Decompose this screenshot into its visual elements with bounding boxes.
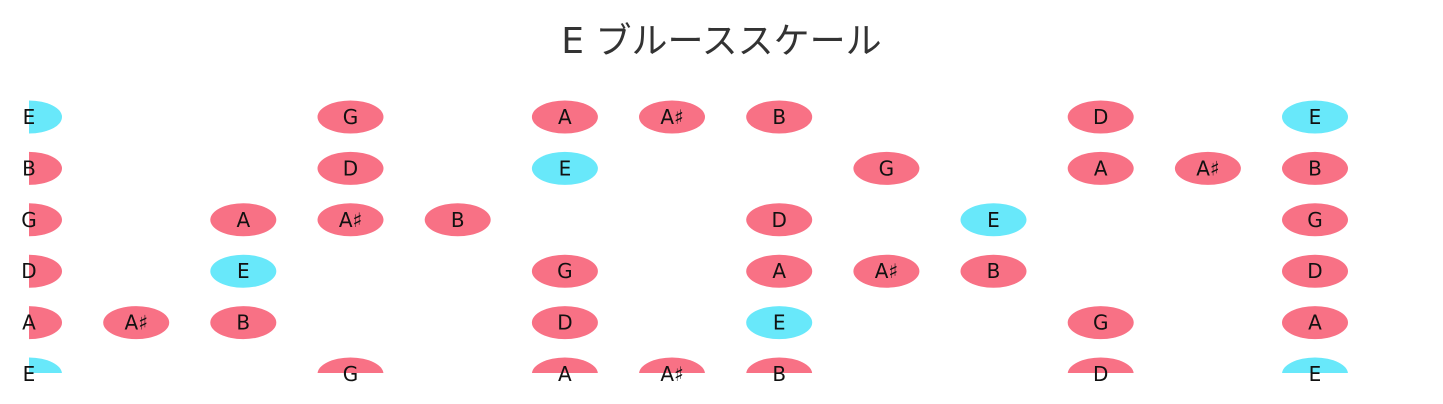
scale-note-marker [29,151,62,185]
note-label: A♯ [125,311,148,335]
scale-note-marker [103,306,170,340]
note-label: D [21,259,36,283]
scale-note-marker [424,203,491,237]
scale-note-marker [317,203,384,237]
note-label: G [21,208,37,232]
scale-note-marker [1067,357,1134,373]
note-label: G [557,259,573,283]
root-note-marker [531,151,598,185]
root-note-marker [1282,100,1348,134]
root-note-marker [210,254,277,288]
note-label: B [772,362,786,386]
note-markers [29,100,1348,373]
note-label: E [237,259,250,283]
scale-note-marker [746,254,813,288]
scale-note-marker [317,100,384,134]
note-label: B [451,208,465,232]
root-note-marker [960,203,1027,237]
scale-note-marker [531,357,598,373]
note-label: E [1309,105,1322,129]
note-label: D [771,208,786,232]
note-label: A [1094,156,1108,180]
note-label: A [558,105,572,129]
note-label: A♯ [875,259,898,283]
root-note-marker [29,357,62,373]
scale-note-marker [853,151,920,185]
note-label: A [22,311,36,335]
scale-note-marker [639,357,705,373]
scale-note-marker [746,357,813,373]
note-labels: E G A A♯ B D E B D E G A A♯ B G A A♯ B D E G D E G A A♯ B D A A♯ B D E G A… [21,105,1323,386]
scale-note-marker [1282,203,1348,237]
scale-note-marker [746,100,813,134]
note-label: E [23,362,36,386]
note-label: G [343,105,359,129]
scale-note-marker [29,254,62,288]
scale-note-marker [29,203,62,237]
note-label: B [1308,156,1322,180]
root-note-marker [746,306,813,340]
root-note-marker [29,100,62,134]
note-label: A [1308,311,1322,335]
scale-note-marker [1282,151,1348,185]
note-label: B [22,156,36,180]
note-label: G [879,156,895,180]
scale-note-marker [1067,306,1134,340]
note-label: D [343,156,358,180]
diagram-title: E ブルーススケール [561,21,882,62]
note-label: A♯ [339,208,362,232]
note-label: A [772,259,786,283]
scale-note-marker [1282,306,1348,340]
scale-note-marker [1067,151,1134,185]
scale-note-marker [960,254,1027,288]
note-label: A [236,208,250,232]
scale-note-marker [531,306,598,340]
note-label: G [1093,311,1109,335]
scale-note-marker [317,357,384,373]
scale-note-marker [853,254,920,288]
scale-note-marker [210,203,277,237]
note-label: B [772,105,786,129]
root-note-marker [1282,357,1348,373]
note-label: B [987,259,1001,283]
scale-note-marker [746,203,813,237]
note-label: G [1307,208,1323,232]
scale-note-marker [1174,151,1241,185]
scale-note-marker [1067,100,1134,134]
note-label: D [1093,362,1108,386]
note-label: B [236,311,250,335]
note-label: D [1307,259,1322,283]
note-label: E [1309,362,1322,386]
note-label: A♯ [660,105,683,129]
note-label: A♯ [1196,156,1219,180]
note-label: E [559,156,572,180]
note-label: D [1093,105,1108,129]
scale-note-marker [531,100,598,134]
note-label: D [557,311,572,335]
note-label: E [23,105,36,129]
scale-note-marker [317,151,384,185]
scale-note-marker [639,100,705,134]
note-label: A [558,362,572,386]
note-label: G [343,362,359,386]
scale-note-marker [29,306,62,340]
note-label: A♯ [660,362,683,386]
scale-note-marker [531,254,598,288]
scale-note-marker [1282,254,1348,288]
scale-note-marker [210,306,277,340]
note-label: E [773,311,786,335]
note-label: E [987,208,1000,232]
